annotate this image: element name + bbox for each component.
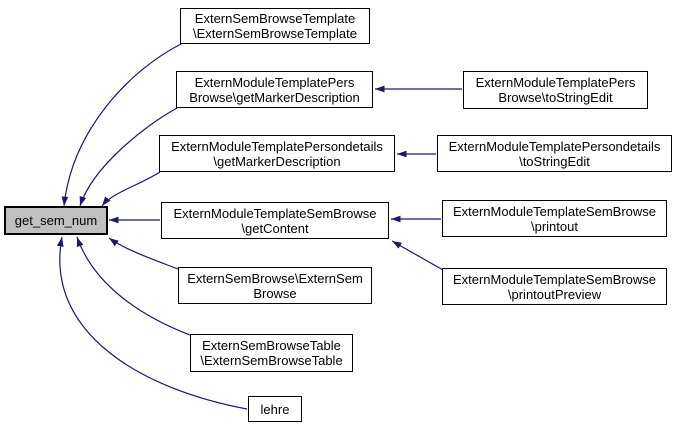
node-label-line2: \ExternSemBrowseTable: [200, 353, 343, 368]
node-label-line1: ExternModuleTemplateSemBrowse: [452, 203, 657, 219]
node-extern-sem-browse-table[interactable]: ExternSemBrowseTable \ExternSemBrowseTab…: [190, 334, 353, 372]
node-label-line1: ExternSemBrowse\ExternSem: [187, 270, 363, 286]
edge-extern-sem-browse-to-root: [108, 237, 179, 270]
node-pers-browse-to-string-edit[interactable]: ExternModuleTemplatePers Browse\toString…: [463, 71, 648, 109]
node-label-line2: \getMarkerDescription: [213, 153, 341, 169]
node-lehre[interactable]: lehre: [248, 396, 302, 422]
node-label-line1: ExternModuleTemplatePers: [475, 75, 636, 90]
node-pers-browse-get-marker-description[interactable]: ExternModuleTemplatePers Browse\getMarke…: [176, 71, 373, 108]
node-persondetails-get-marker-description[interactable]: ExternModuleTemplatePersondetails \getMa…: [159, 135, 395, 172]
node-label-line2: \toStringEdit: [519, 153, 590, 169]
node-label-line1: ExternModuleTemplateSemBrowse: [452, 271, 657, 287]
node-get-sem-num: get_sem_num: [4, 206, 108, 235]
node-label-line1: ExternModuleTemplateSemBrowse: [173, 205, 377, 221]
node-label-line2: \printoutPreview: [507, 286, 602, 302]
edge-sem-browse-template-to-root: [61, 43, 182, 207]
node-label-line2: \ExternSemBrowseTemplate: [192, 26, 357, 41]
node-label-line1: ExternModuleTemplatePersondetails: [448, 138, 661, 154]
edge-persondetails-marker-to-root: [101, 171, 161, 207]
edge-printoutpreview-to-getcontent: [391, 240, 444, 271]
node-label-line1: ExternSemBrowseTable: [202, 338, 341, 353]
node-sem-browse-printout-preview[interactable]: ExternModuleTemplateSemBrowse \printoutP…: [442, 268, 667, 305]
node-extern-sem-browse-template[interactable]: ExternSemBrowseTemplate \ExternSemBrowse…: [180, 8, 370, 44]
node-sem-browse-get-content[interactable]: ExternModuleTemplateSemBrowse \getConten…: [161, 202, 389, 239]
edge-sem-browse-table-to-root: [76, 236, 191, 336]
node-label: lehre: [260, 401, 290, 417]
node-label: get_sem_num: [14, 213, 98, 228]
node-label-line1: ExternSemBrowseTemplate: [194, 11, 356, 26]
node-label-line2: Browse\getMarkerDescription: [189, 89, 360, 105]
node-label-line1: ExternModuleTemplatePersondetails: [171, 138, 383, 154]
node-label-line2: Browse: [253, 285, 297, 301]
node-sem-browse-printout[interactable]: ExternModuleTemplateSemBrowse \printout: [442, 200, 667, 237]
node-persondetails-to-string-edit[interactable]: ExternModuleTemplatePersondetails \toStr…: [437, 135, 672, 172]
node-label-line2: \printout: [531, 218, 578, 234]
node-label-line2: Browse\toStringEdit: [498, 90, 613, 105]
edge-pers-browse-marker-to-root: [79, 107, 178, 207]
edge-lehre-to-root: [56, 236, 248, 410]
node-label-line2: \getContent: [241, 220, 309, 236]
node-label-line1: ExternModuleTemplatePers: [194, 74, 355, 90]
node-extern-sem-browse[interactable]: ExternSemBrowse\ExternSem Browse: [178, 267, 372, 304]
